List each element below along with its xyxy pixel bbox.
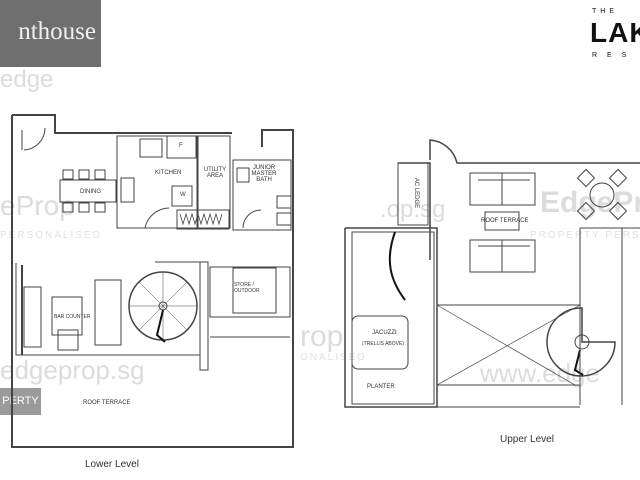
logo-res: RES — [592, 52, 637, 59]
room-label-bar-counter: BAR COUNTER — [54, 314, 91, 320]
room-label-store: STORE / OUTDOOR — [234, 282, 260, 294]
property-badge: PERTY — [0, 388, 41, 415]
watermark: ONALISED — [300, 352, 367, 363]
watermark: edgeprop.sg — [0, 355, 145, 385]
room-label-trellis: (TRELLIS ABOVE) — [362, 341, 404, 347]
watermark: rop — [300, 320, 344, 353]
room-label-upper-roof-terrace: ROOF TERRACE — [481, 218, 529, 224]
room-label-roof-terrace: ROOF TERRACE — [83, 400, 131, 406]
room-label-ac-ledge: AC LEDGE — [413, 177, 420, 209]
watermark: edge — [0, 66, 54, 93]
watermark: PERSONALISED — [0, 230, 102, 241]
watermark: PROPERTY PERSONALISED — [530, 230, 640, 241]
title-banner — [0, 0, 101, 67]
caption-lower-level: Lower Level — [85, 459, 139, 470]
logo-main: LAK — [590, 17, 640, 48]
caption-upper-level: Upper Level — [500, 434, 554, 445]
logo-the: THE — [592, 8, 618, 15]
room-label-utility: UTILITY AREA — [203, 167, 227, 179]
brand-logo: THE LAK RES — [590, 8, 640, 68]
watermark: .op.sg — [380, 196, 446, 223]
room-label-dining: DINING — [80, 189, 101, 195]
room-label-jacuzzi: JACUZZI — [372, 330, 397, 336]
room-label-junior-bath: JUNIOR MASTER BATH — [251, 165, 277, 183]
room-label-kitchen: KITCHEN — [155, 170, 182, 176]
room-label-fridge: F — [179, 143, 183, 149]
room-label-washer: W — [180, 192, 186, 198]
room-label-planter: PLANTER — [367, 384, 395, 390]
title-text: nthouse — [18, 18, 96, 45]
